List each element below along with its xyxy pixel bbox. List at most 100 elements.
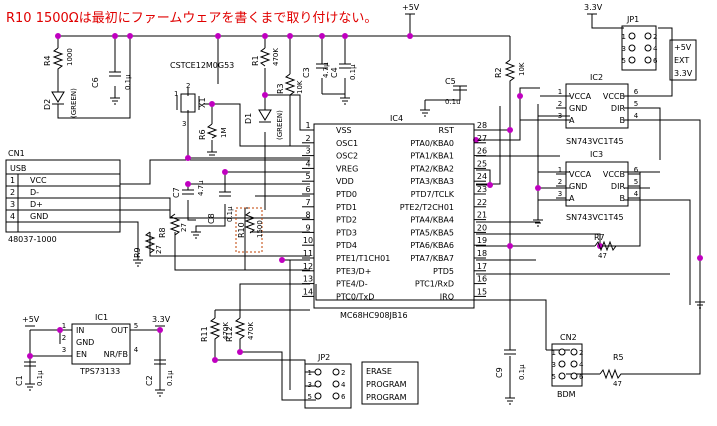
r7-ref: R7 (594, 233, 605, 242)
jp2-pin-number: 2 (341, 369, 345, 377)
r2-value: 10K (518, 62, 526, 76)
cn2-pin-dot (570, 360, 578, 368)
cn1-pin-number: 4 (10, 212, 15, 221)
v33-label-ic1: 3.3V (152, 315, 171, 324)
cn2-pin-dot (570, 348, 578, 356)
cn2-ref: CN2 (560, 333, 577, 342)
ic4-pin-number: 25 (477, 159, 487, 168)
ic1-pin-name: EN (76, 350, 87, 359)
ic4-pin-number: 2 (305, 134, 310, 143)
ic4-pin-number: 14 (303, 287, 313, 296)
ic4-pin-name: PTD1 (336, 203, 357, 212)
ic2-pin-number: 5 (634, 100, 638, 108)
r8-value: 27 (180, 223, 188, 232)
ic4-pin-name: OSC1 (336, 139, 358, 148)
r12-value: 470K (247, 322, 255, 340)
jp1-pin-dot (628, 32, 636, 40)
ic1-pin-number: 3 (62, 346, 66, 354)
jp2-pin-number: 1 (308, 369, 312, 377)
ic4-pin-number: 28 (477, 121, 487, 130)
jp2-pin-dot (314, 392, 322, 400)
ic4-pin-name: PTD2 (336, 216, 357, 225)
jp1-pin-dot (644, 44, 652, 52)
ic1-pin-name: NR/FB (104, 350, 128, 359)
c2-ref: C2 (145, 375, 154, 386)
cn1-pin-name: GND (30, 212, 48, 221)
ic4-part: MC68HC908JB16 (340, 311, 408, 320)
ic4-pin-number: 15 (477, 287, 487, 296)
r6-ref: R6 (198, 129, 207, 140)
jp2-label-program-1: PROGRAM (366, 380, 407, 389)
ic2-pin-number: 2 (558, 100, 562, 108)
supply-labels: +5V 3.3V +5V 3.3V (22, 3, 603, 327)
jp2-label-erase: ERASE (366, 367, 392, 376)
ic2-pin-number: 4 (634, 112, 639, 120)
r9-ref: R9 (133, 247, 142, 258)
jp2-pin-dot (314, 368, 322, 376)
ic2-pin-number: 6 (634, 88, 639, 96)
jp1-ref: JP1 (626, 15, 639, 24)
r10-value: 1500 (256, 220, 264, 238)
ic1-pin-name: GND (76, 338, 94, 347)
ic4-pin-number: 23 (477, 185, 487, 194)
leds: D2 (GREEN) D1 (GREEN) (43, 88, 284, 140)
ic2-ref: IC2 (590, 73, 603, 82)
c4-value: 0.1μ (349, 64, 357, 80)
jp2-pin-dot (332, 380, 340, 388)
jp2-pin-number: 4 (341, 381, 346, 389)
ic2-pin-name: B (620, 116, 626, 125)
ic4-pin-number: 6 (305, 185, 310, 194)
r5-ref: R5 (613, 353, 624, 362)
ic4-pin-number: 4 (305, 159, 310, 168)
jp1-pin-number: 2 (653, 33, 657, 41)
ic3-pin-number: 3 (558, 190, 562, 198)
ic3-pin-number: 4 (634, 190, 639, 198)
cn2-pin-dot (570, 372, 578, 380)
r4-value: 1000 (66, 48, 74, 66)
ic4-pin-number: 8 (305, 211, 310, 220)
ic4-pin-number: 13 (303, 275, 313, 284)
ic4-pin-name: IRQ (440, 292, 454, 301)
ic3-pin-name: VCCA (569, 170, 592, 179)
jp2-pin-dot (332, 392, 340, 400)
r8-ref: R8 (158, 227, 167, 238)
jp1-pin-dot (644, 32, 652, 40)
ic3-pin-name: B (620, 194, 626, 203)
ic4-pin-name: PTD5 (433, 267, 454, 276)
ic2-pin-name: VCCB (603, 92, 625, 101)
jp1-pin-number: 1 (622, 33, 626, 41)
d1-ref: D1 (244, 113, 253, 124)
d1-color: (GREEN) (276, 110, 284, 140)
cn2-pin-dot (558, 348, 566, 356)
ic4-left-pins: 1VSS2OSC13OSC24VREG5VDD6PTD07PTD18PTD29P… (302, 121, 390, 301)
cn2-pin-dot (558, 360, 566, 368)
ic4-pin-name: PTC1/RxD (415, 280, 454, 289)
cn2-pin-dot (558, 372, 566, 380)
c5-ref: C5 (445, 77, 456, 86)
ic2-pin-name: GND (569, 104, 587, 113)
cn1-pin-number: 1 (10, 176, 15, 185)
c6-ref: C6 (91, 77, 100, 88)
ic3-pin-number: 1 (558, 166, 562, 174)
ic4-pin-name: PTD7/TCLK (411, 190, 455, 199)
ic4-pin-number: 26 (477, 147, 487, 156)
ic4-pin-name: PTD4 (336, 241, 357, 250)
ic3-part: SN743VC1T45 (566, 213, 624, 222)
resistors: R4 1000 R1 470K R3 10K R2 10K R6 1M R9 2… (43, 47, 632, 388)
cn2-pin-number: 2 (579, 349, 583, 357)
ic4-pin-number: 17 (477, 262, 487, 271)
crystal-pin-1: 1 (174, 90, 178, 98)
d2-color: (GREEN) (70, 88, 78, 118)
ic2-pin-number: 3 (558, 112, 562, 120)
c1-value: 0.1μ (36, 370, 44, 386)
ic1-ref: IC1 (95, 313, 108, 322)
